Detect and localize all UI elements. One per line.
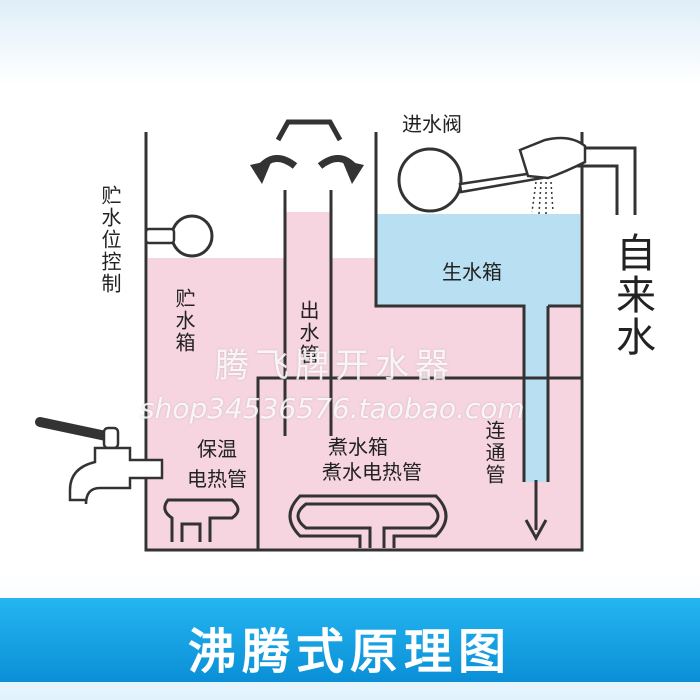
boiling-heater-coil xyxy=(288,494,448,548)
inlet-valve-label: 进水阀 xyxy=(402,112,462,136)
watermark-brand: 腾飞牌开水器 xyxy=(215,346,455,386)
raw-tank-wall-left xyxy=(374,132,526,482)
steam-cap xyxy=(275,119,343,142)
flow-arrowhead xyxy=(524,519,548,542)
raw-water-fill xyxy=(376,214,580,306)
warming-heater-label-line1: 保温 xyxy=(197,437,237,461)
watermark-shop: shop34536576.taobao.com xyxy=(140,392,525,425)
float-ball xyxy=(397,147,463,213)
boiling-tank-label: 煮水箱 xyxy=(328,435,388,459)
water-spray xyxy=(531,181,554,215)
storage-tank-label: 贮水箱 xyxy=(172,288,196,354)
tap-pipe-inner xyxy=(560,164,619,215)
steam-arrowhead-right xyxy=(342,160,364,184)
boiling-tank-wall xyxy=(256,376,582,550)
level-control-label: 贮水位控制 xyxy=(98,185,122,295)
connector-pipe-label: 连通管 xyxy=(482,420,506,486)
outlet-pipe-label: 出水管 xyxy=(296,300,320,366)
boiling-heater-label: 煮水电热管 xyxy=(322,460,422,484)
connector-pipe-water xyxy=(524,306,548,482)
steam-arrowhead-left xyxy=(250,160,272,184)
level-float-ball xyxy=(170,214,214,258)
inlet-valve-body xyxy=(518,136,587,180)
level-float-arm xyxy=(144,227,176,245)
warming-heater-coil xyxy=(163,498,240,542)
raw-water-tank-label: 生水箱 xyxy=(442,260,502,284)
outlet-pipe-water xyxy=(285,212,331,372)
diagram-title: 沸腾式原理图 xyxy=(187,624,512,680)
outer-tank-wall xyxy=(144,132,584,552)
tap-water-label: 自来水 xyxy=(609,232,655,358)
faucet[interactable] xyxy=(35,417,164,505)
warming-heater-label-line2: 电热管 xyxy=(187,467,247,491)
title-banner: 沸腾式原理图 xyxy=(0,598,700,682)
